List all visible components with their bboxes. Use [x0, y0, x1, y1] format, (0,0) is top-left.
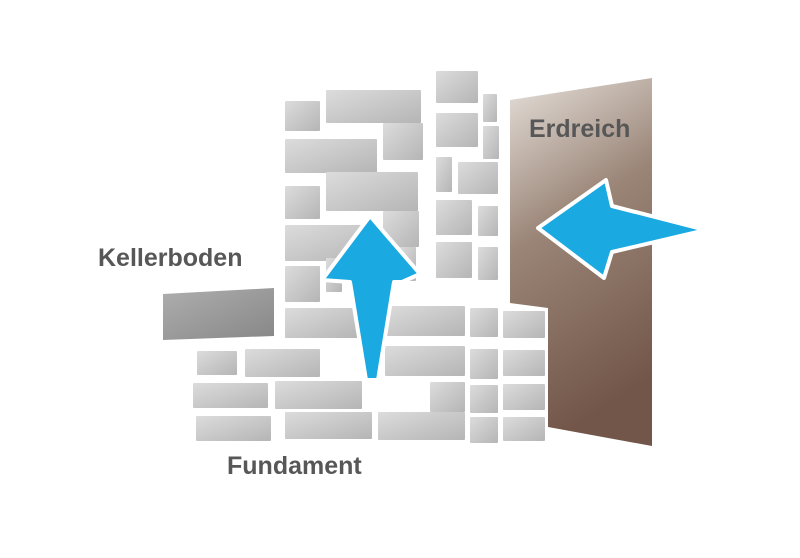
brick — [478, 247, 498, 280]
brick — [503, 311, 545, 338]
brick — [285, 139, 377, 173]
brick — [275, 381, 362, 409]
brick — [285, 266, 320, 302]
brick — [285, 101, 320, 131]
brick — [483, 126, 499, 159]
brick — [430, 382, 465, 412]
brick — [470, 385, 498, 413]
brick — [326, 90, 421, 123]
brick — [385, 306, 465, 336]
brick — [470, 417, 498, 443]
lateral-moisture-arrow-icon — [536, 178, 708, 280]
brick — [458, 162, 498, 194]
brick — [285, 186, 320, 219]
moisture-arrows — [320, 178, 708, 382]
brick — [285, 412, 372, 439]
brick — [326, 172, 418, 211]
brick — [483, 94, 497, 122]
brick — [478, 206, 498, 236]
brick — [436, 71, 478, 103]
brick — [503, 384, 545, 410]
rising-moisture-arrow-icon — [320, 214, 422, 382]
brick — [193, 383, 268, 408]
brick — [470, 349, 498, 379]
brick — [383, 211, 419, 247]
brick — [245, 349, 320, 377]
brick — [378, 412, 465, 440]
brick — [197, 351, 237, 375]
erdreich-label: Erdreich — [529, 115, 631, 143]
brick — [196, 416, 271, 441]
kellerboden-label: Kellerboden — [98, 244, 243, 272]
brick — [436, 157, 452, 192]
fundament-label: Fundament — [227, 452, 362, 480]
brick — [470, 308, 498, 337]
brick — [436, 242, 472, 278]
brick — [503, 417, 545, 441]
slab-shape — [163, 288, 274, 340]
brick — [383, 123, 423, 160]
brick — [385, 346, 465, 376]
brick — [503, 350, 545, 376]
brick — [436, 200, 472, 235]
brick — [285, 308, 360, 338]
brick — [436, 113, 478, 147]
basement-floor-slab — [163, 288, 274, 340]
